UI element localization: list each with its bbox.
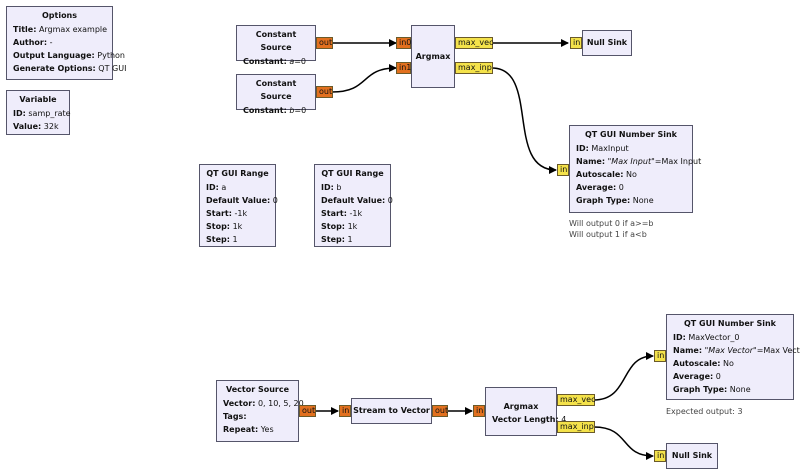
null-sink-in-port[interactable]: in [570,37,582,49]
constant-param: Constant: a=0 [243,57,307,66]
argmax-block[interactable]: Argmax [411,25,455,88]
number-sink2-title: QT GUI Number Sink [684,319,776,328]
number-sink-param: Average: 0 [576,183,624,192]
argmax-max-inp-port[interactable]: max_inp [455,62,493,74]
argmax-in0-port[interactable]: in0 [396,37,411,49]
constant-b-out-port[interactable]: out [316,86,333,98]
stream-to-vector-out-port[interactable]: out [432,405,448,417]
number-sink-param: Graph Type: None [576,196,654,205]
stream-to-vector-block[interactable]: Stream to Vector [351,398,432,424]
range-param: Stop: 1k [206,222,243,231]
argmax2-in-port[interactable]: in [473,405,485,417]
null-sink-title: Null Sink [586,38,628,47]
wire-constb-argmax [331,64,397,93]
range-title: QT GUI Range [321,169,384,178]
argmax2-max-inp-port[interactable]: max_inp [557,421,595,433]
constant-source-title: Constant Source [255,30,297,52]
argmax-in1-port[interactable]: in1 [396,62,411,74]
constant-source-b-block[interactable]: Constant Source Constant: b=0 [236,74,316,115]
options-param: Title: Argmax example [13,25,108,34]
null-sink2-title: Null Sink [671,451,713,460]
vector-source-param: Tags: [223,412,247,421]
range-a-block[interactable]: QT GUI Range ID: a Default Value: 0 Star… [199,164,278,247]
vector-source-out-port[interactable]: out [299,405,316,417]
stream-to-vector-title: Stream to Vector [353,406,430,415]
argmax-title: Argmax [415,52,451,61]
options-param: Author: - [13,38,53,47]
number-sink-maxvector-block[interactable]: QT GUI Number Sink ID: MaxVector_0 Name:… [666,314,800,400]
range-param: Default Value: 0 [206,196,278,205]
variable-block[interactable]: Variable ID: samp_rate Value: 32k [6,90,71,135]
options-title: Options [41,11,78,20]
constant-param: Constant: b=0 [243,106,307,115]
constant-a-out-port[interactable]: out [316,37,333,49]
range-title: QT GUI Range [206,169,269,178]
argmax-max-vec-port[interactable]: max_vec [455,37,493,49]
number-sink-param: Name: "Max Input"=Max Input [576,157,702,166]
number-sink-param: Autoscale: No [576,170,637,179]
number-sink2-param: Autoscale: No [673,359,734,368]
range-param: ID: b [321,183,342,192]
vector-source-title: Vector Source [225,385,290,394]
comment-note: Will output 0 if a>=b Will output 1 if a… [569,219,654,239]
number-sink-title: QT GUI Number Sink [585,130,677,139]
range-param: Step: 1 [321,235,353,244]
variable-param: Value: 32k [13,122,59,131]
argmax-vector-block[interactable]: Argmax Vector Length: 4 [485,387,566,436]
number-sink-maxinput-block[interactable]: QT GUI Number Sink ID: MaxInput Name: "M… [569,125,702,213]
options-param: Generate Options: QT GUI [13,64,127,73]
range-b-block[interactable]: QT GUI Range ID: b Default Value: 0 Star… [314,164,393,247]
number-sink2-in-port[interactable]: in [654,350,666,362]
argmax2-param: Vector Length: 4 [492,415,567,424]
number-sink-param: ID: MaxInput [576,144,629,153]
null-sink2-in-port[interactable]: in [654,450,666,462]
range-param: Step: 1 [206,235,238,244]
number-sink2-param: Average: 0 [673,372,721,381]
wire-argmax2-numsink2 [593,352,654,401]
vector-source-block[interactable]: Vector Source Vector: 0, 10, 5, 20 Tags:… [216,380,304,442]
number-sink2-param: Name: "Max Vector"=Max Vector [673,346,800,355]
number-sink2-param: ID: MaxVector_0 [673,333,740,342]
number-sink2-param: Graph Type: None [673,385,751,394]
null-sink2-block[interactable]: Null Sink [666,443,718,469]
null-sink-block[interactable]: Null Sink [582,30,632,56]
range-param: Start: -1k [321,209,363,218]
options-block[interactable]: Options Title: Argmax example Author: - … [6,6,127,80]
range-param: Default Value: 0 [321,196,393,205]
constant-source-title: Constant Source [255,79,297,101]
range-param: Stop: 1k [321,222,358,231]
number-sink-in-port[interactable]: in [557,164,569,176]
stream-to-vector-in-port[interactable]: in [339,405,351,417]
range-param: ID: a [206,183,227,192]
variable-param: ID: samp_rate [13,109,71,118]
wire-argmax2-null2 [593,426,654,460]
argmax2-title: Argmax [503,402,539,411]
vector-source-param: Vector: 0, 10, 5, 20 [223,399,304,408]
constant-source-a-block[interactable]: Constant Source Constant: a=0 [236,25,316,66]
range-param: Start: -1k [206,209,248,218]
argmax2-max-vec-port[interactable]: max_vec [557,394,595,406]
options-param: Output Language: Python [13,51,125,60]
wire-argmax-numsink [491,67,557,174]
vector-source-param: Repeat: Yes [223,425,274,434]
comment-note-expected: Expected output: 3 [666,407,743,416]
variable-title: Variable [19,95,57,104]
